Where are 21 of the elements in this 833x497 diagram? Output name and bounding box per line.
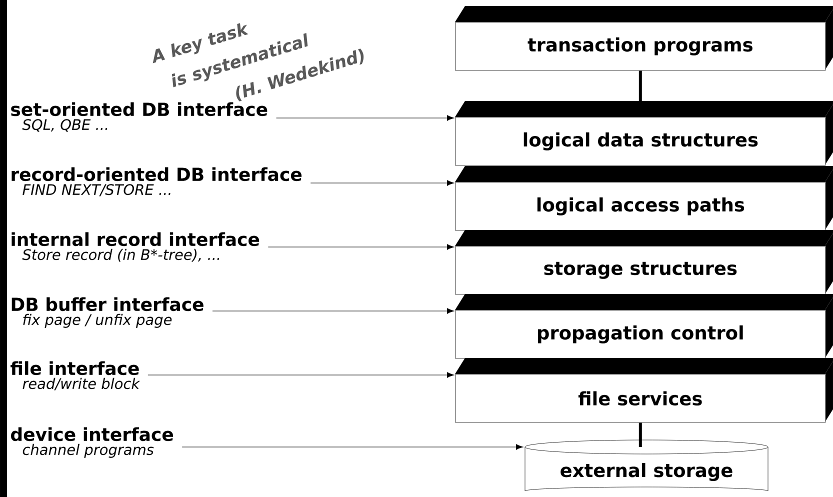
arrow [148, 372, 454, 378]
connector-line [638, 422, 642, 447]
layer-box: transaction programs [455, 6, 833, 71]
interface-label: DB buffer interface fix page / unfix page [12, 297, 204, 328]
layer-box: logical access paths [455, 166, 833, 231]
connector-line [638, 70, 642, 101]
layer-box: storage structures [455, 230, 833, 295]
arrow [310, 180, 454, 186]
interface-label: internal record interface Store record (in B*-tree), ... [12, 232, 260, 262]
layer-box: propagation control [455, 294, 833, 359]
layer-box: file services [455, 358, 833, 423]
arrow [182, 444, 524, 450]
interface-label: record-oriented DB interface FIND NEXT/STORE ... [12, 167, 302, 196]
storage-cylinder: external storage [524, 440, 768, 492]
interface-label: file interface read/write block [10, 361, 140, 390]
arrow [268, 244, 454, 250]
arrow [212, 308, 454, 314]
layer-box: logical data structures [455, 101, 833, 166]
interface-label: device interface channel programs [11, 427, 174, 458]
interface-label: set-oriented DB interface SQL, QBE ... [11, 102, 268, 132]
arrow [276, 115, 454, 121]
